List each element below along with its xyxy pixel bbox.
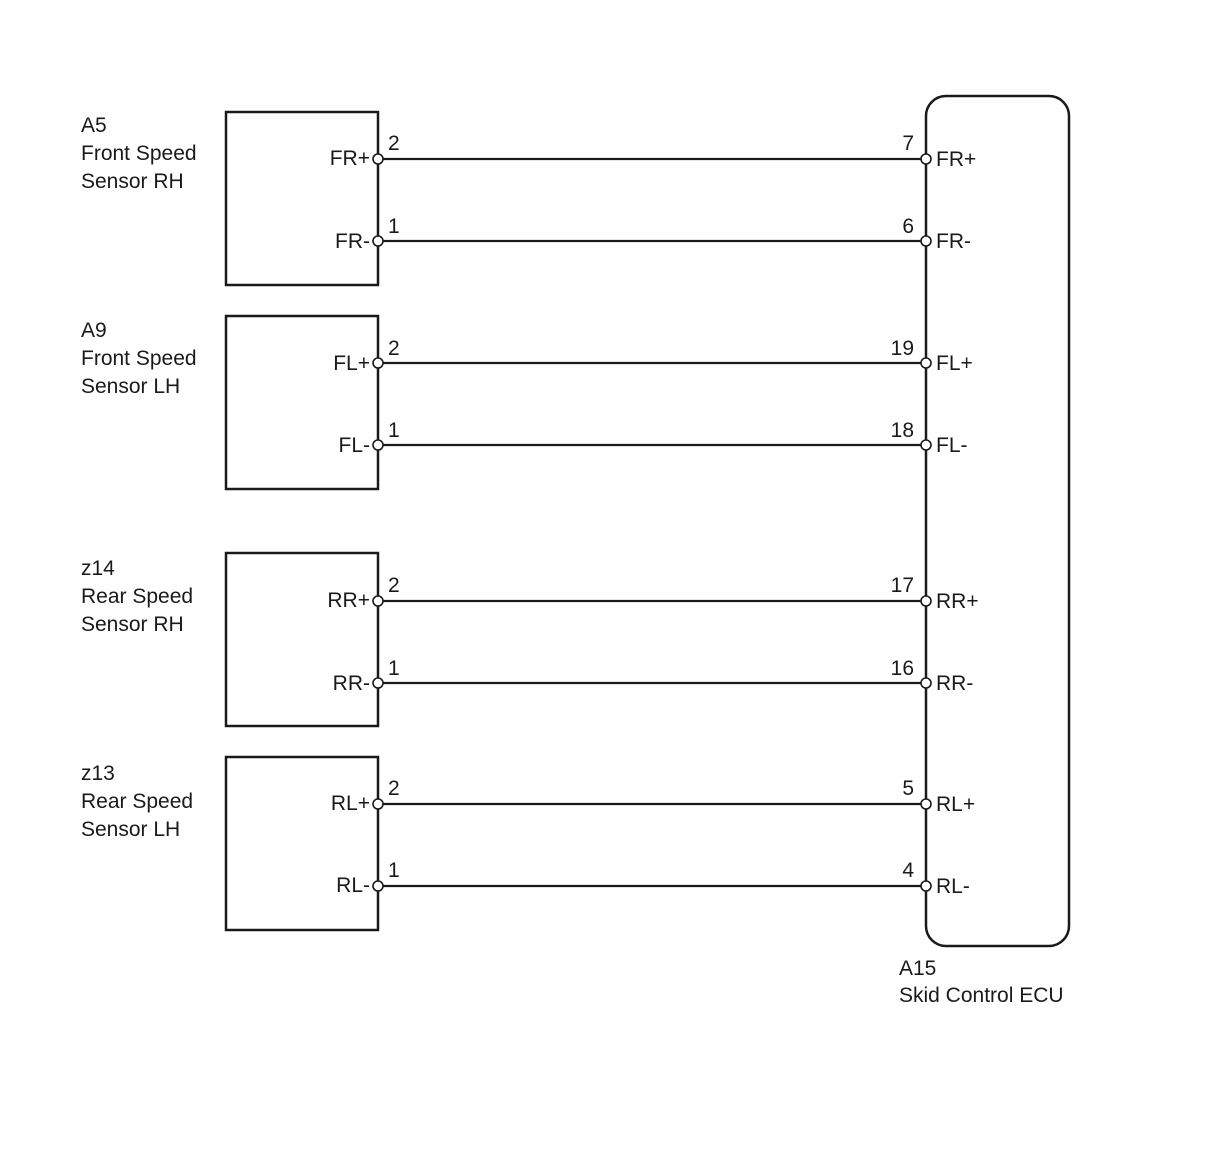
sensor-name-line1: Rear Speed <box>81 790 193 813</box>
sensor-signal-label: RL- <box>336 874 370 897</box>
ecu-code: A15 <box>899 957 936 980</box>
ecu-signal-label: FR- <box>936 230 971 253</box>
sensor-signal-label: RL+ <box>331 792 370 815</box>
sensor-pin-number: 2 <box>388 777 400 800</box>
sensor-terminal <box>372 880 384 892</box>
ecu-terminal <box>920 357 932 369</box>
sensor-pin-number: 1 <box>388 859 400 882</box>
sensor-name-line1: Rear Speed <box>81 585 193 608</box>
sensor-pin-number: 2 <box>388 132 400 155</box>
sensor-name-line2: Sensor RH <box>81 170 184 193</box>
sensor-box <box>224 110 380 287</box>
sensor-terminal <box>372 357 384 369</box>
sensor-code: A9 <box>81 319 107 342</box>
sensor-signal-label: RR+ <box>327 589 370 612</box>
sensor-name-line2: Sensor LH <box>81 375 180 398</box>
sensor-signal-label: FR- <box>335 230 370 253</box>
ecu-terminal <box>920 153 932 165</box>
sensor-terminal <box>372 677 384 689</box>
ecu-pin-number: 7 <box>902 132 914 155</box>
ecu-signal-label: FR+ <box>936 148 976 171</box>
ecu-pin-number: 19 <box>891 337 914 360</box>
ecu-terminal <box>920 595 932 607</box>
ecu-terminal <box>920 798 932 810</box>
sensor-signal-label: FR+ <box>330 147 370 170</box>
ecu-signal-label: RL+ <box>936 793 975 816</box>
sensor-pin-number: 2 <box>388 574 400 597</box>
ecu-terminal <box>920 439 932 451</box>
ecu-name: Skid Control ECU <box>899 984 1064 1007</box>
sensor-z14: z14 Rear Speed Sensor RH RR+ RR- 2 1 <box>81 551 400 728</box>
ecu-signal-label: RL- <box>936 875 970 898</box>
ecu-pin-number: 16 <box>891 657 914 680</box>
ecu-pin-number: 17 <box>891 574 914 597</box>
sensor-name-line1: Front Speed <box>81 347 197 370</box>
sensor-box <box>224 551 380 728</box>
ecu-box <box>924 94 1071 948</box>
ecu-pin-number: 4 <box>902 859 914 882</box>
sensor-signal-label: FL- <box>339 434 371 457</box>
ecu-terminal <box>920 880 932 892</box>
sensor-name-line2: Sensor RH <box>81 613 184 636</box>
ecu-signal-label: FL+ <box>936 352 973 375</box>
sensor-signal-label: RR- <box>333 672 370 695</box>
ecu-pin-number: 5 <box>902 777 914 800</box>
ecu-signal-label: RR+ <box>936 590 979 613</box>
sensor-terminal <box>372 798 384 810</box>
sensor-signal-label: FL+ <box>333 352 370 375</box>
sensor-name-line1: Front Speed <box>81 142 197 165</box>
sensor-name-line2: Sensor LH <box>81 818 180 841</box>
ecu-pin-number: 6 <box>902 215 914 238</box>
sensor-code: A5 <box>81 114 107 137</box>
sensor-code: z14 <box>81 557 115 580</box>
ecu-signal-label: RR- <box>936 672 973 695</box>
sensor-terminal <box>372 595 384 607</box>
sensor-pin-number: 2 <box>388 337 400 360</box>
sensor-z13: z13 Rear Speed Sensor LH RL+ RL- 2 1 <box>81 755 400 932</box>
sensor-a5: A5 Front Speed Sensor RH FR+ FR- 2 1 <box>81 110 400 287</box>
sensor-terminal <box>372 153 384 165</box>
sensor-pin-number: 1 <box>388 419 400 442</box>
sensor-box <box>224 755 380 932</box>
sensor-box <box>224 314 380 491</box>
ecu-signal-label: FL- <box>936 434 968 457</box>
sensor-code: z13 <box>81 762 115 785</box>
ecu-pin-number: 18 <box>891 419 914 442</box>
sensor-pin-number: 1 <box>388 215 400 238</box>
sensor-pin-number: 1 <box>388 657 400 680</box>
sensor-a9: A9 Front Speed Sensor LH FL+ FL- 2 1 <box>81 314 400 491</box>
ecu-terminal <box>920 235 932 247</box>
sensor-terminal <box>372 439 384 451</box>
sensor-terminal <box>372 235 384 247</box>
ecu-terminal <box>920 677 932 689</box>
